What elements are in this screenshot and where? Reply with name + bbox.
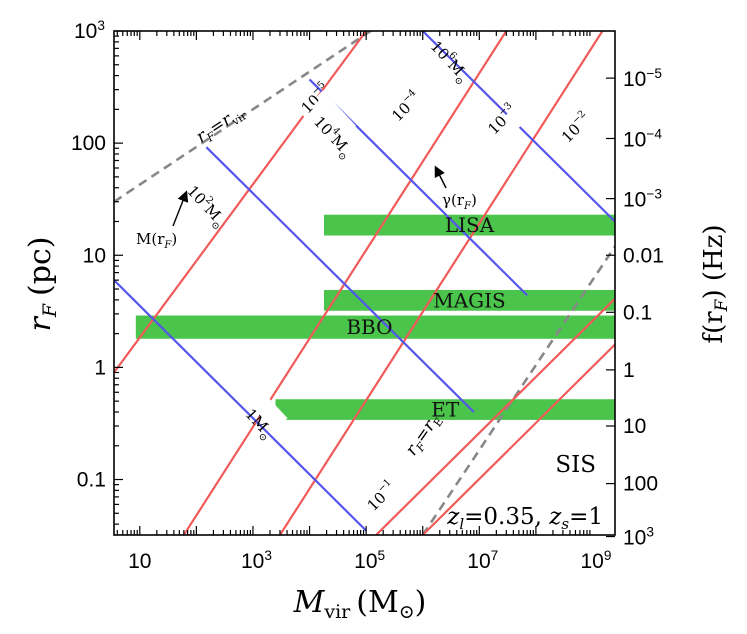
band-lisa (324, 214, 615, 236)
model-label: SIS (555, 452, 596, 478)
band-magis (324, 289, 615, 311)
band-label-lisa: LISA (445, 213, 495, 237)
mass-arrow (172, 190, 189, 227)
y-tick-label: 1 (94, 356, 106, 379)
red-contour-4 (375, 297, 615, 535)
y-tick-label: 100 (71, 132, 106, 155)
band-et (275, 399, 615, 420)
y2-tick-label: 0.01 (623, 244, 664, 267)
gamma-arrow-label: γ(rF) (442, 191, 477, 212)
x-axis-label: Mvir(M⊙) (293, 585, 427, 623)
boundary-line-1 (114, 31, 372, 203)
blue-label-bg (186, 162, 230, 208)
boundary-line-2 (421, 245, 615, 535)
y2-tick-label: 10−3 (623, 187, 662, 212)
band-label-et: ET (431, 398, 460, 422)
y2-tick-label: 100 (623, 473, 658, 496)
y-tick-label: 0.1 (77, 469, 106, 492)
axis-ticks: 10 103 105 107 109 0.1 1 10 100 103 10−5 10−4 10−3 0.… (71, 18, 664, 573)
redshift-label: zl=0.35, zs=1 (446, 504, 603, 533)
red-contour-5 (421, 343, 615, 535)
blue-label-bg (312, 93, 357, 139)
red-label-bg (366, 487, 402, 524)
y2-axis-label: f(rF) (Hz) (699, 224, 732, 343)
red-contour-3 (279, 31, 604, 535)
detector-bands (135, 214, 615, 420)
red-label-bg (560, 119, 597, 155)
red-label-bg (391, 98, 427, 134)
x-tick-label: 105 (354, 548, 385, 573)
boundary-label-1: rF=rvir (193, 101, 250, 149)
y-tick-label: 103 (74, 18, 105, 43)
y2-tick-label: 0.1 (623, 301, 652, 324)
x-tick-label: 10 (128, 550, 151, 573)
y2-tick-label: 1 (623, 359, 635, 382)
x-tick-label: 109 (580, 548, 611, 573)
band-label-bbo: BBO (346, 315, 392, 339)
annotation-layer: LISAMAGISBBOET10−510−410−310−210−11M⊙102… (136, 18, 603, 533)
band-label-magis: MAGIS (433, 288, 506, 312)
y2-tick-label: 10−5 (623, 66, 662, 91)
plot-frame (113, 30, 616, 536)
blue-contour-1 (114, 279, 367, 532)
blue-label-bg (429, 18, 473, 63)
gamma-arrow (434, 165, 447, 189)
y-tick-label: 10 (83, 244, 106, 267)
red-label-bg (487, 111, 523, 147)
y2-tick-label: 103 (623, 525, 654, 550)
y2-tick-label: 10−4 (623, 126, 662, 151)
mass-arrow-label: M(rF) (136, 230, 177, 251)
band-bbo (135, 315, 615, 339)
contour-lines (114, 31, 615, 535)
blue-label-bg (244, 386, 288, 431)
red-contour-1 (114, 31, 368, 374)
x-tick-label: 103 (241, 548, 272, 573)
blue-contour-2 (205, 146, 475, 413)
y2-tick-label: 10 (623, 415, 646, 438)
y-axis-label: rF(pc) (23, 237, 61, 332)
x-tick-label: 107 (467, 548, 498, 573)
